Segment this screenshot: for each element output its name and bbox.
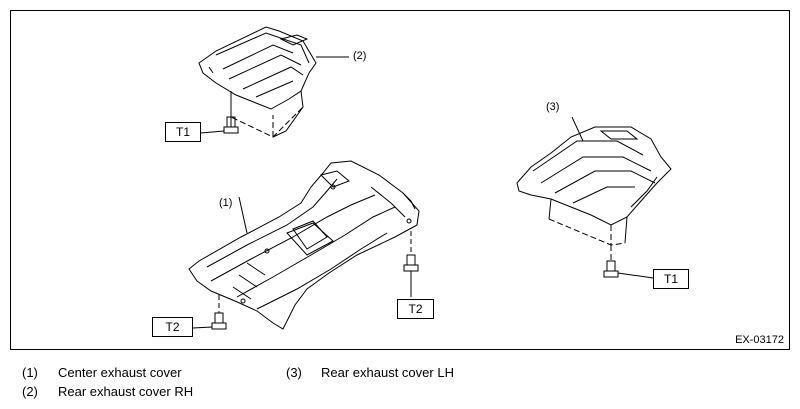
diagram-frame: (2) (1) (3) T1 T2 T2 T1 EX-03172 bbox=[10, 10, 790, 350]
exhaust-cover-drawing bbox=[188, 26, 672, 330]
callout-1-label: (1) bbox=[219, 197, 233, 209]
callout-3-label: (3) bbox=[546, 101, 560, 113]
callout-3-leader bbox=[571, 116, 584, 142]
legend-3-label: Rear exhaust cover LH bbox=[321, 365, 454, 380]
t1-rh-leader bbox=[200, 130, 225, 134]
center-right-bolt-shape bbox=[403, 254, 419, 272]
legend-3-number: (3) bbox=[286, 365, 302, 380]
legend-1-label: Center exhaust cover bbox=[58, 365, 182, 380]
torque-tag-t1-lh: T1 bbox=[653, 269, 689, 289]
t1-lh-leader bbox=[617, 272, 654, 279]
legend-2-label: Rear exhaust cover RH bbox=[58, 384, 194, 399]
torque-tag-t2-left: T2 bbox=[152, 317, 193, 337]
callout-2-label: (2) bbox=[353, 50, 367, 62]
legend-2-number: (2) bbox=[22, 384, 38, 399]
torque-tag-t1-rh: T1 bbox=[165, 122, 201, 142]
callout-1-leader bbox=[238, 196, 248, 234]
legend-1-number: (1) bbox=[22, 365, 38, 380]
lh-bolt-shape bbox=[603, 260, 619, 278]
rear-exhaust-cover-lh-shape bbox=[516, 126, 672, 244]
t2-left-leader bbox=[192, 326, 213, 329]
figure-id: EX-03172 bbox=[735, 334, 784, 346]
center-exhaust-cover-shape bbox=[188, 160, 420, 330]
rear-exhaust-cover-rh-shape bbox=[198, 26, 317, 138]
torque-tag-t2-right: T2 bbox=[397, 299, 434, 319]
center-left-bolt-shape bbox=[211, 312, 227, 330]
rear-exhaust-cover-lh-mount-lines bbox=[548, 218, 626, 263]
